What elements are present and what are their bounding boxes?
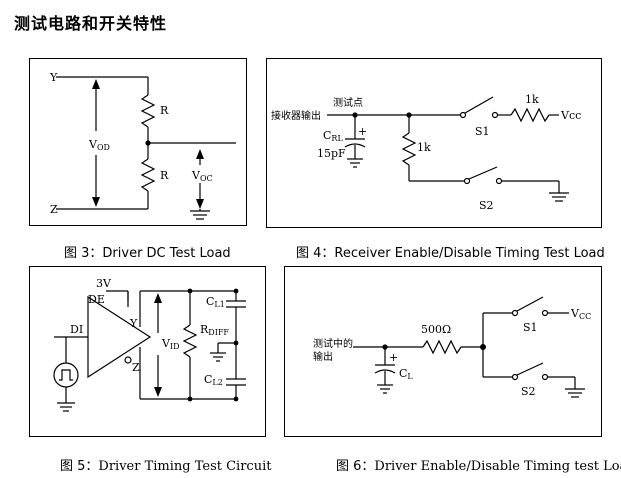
fig3-caption: 图 3：Driver DC Test Load	[64, 246, 231, 261]
fig4-label-15pf: 15pF	[317, 147, 346, 160]
fig3-label-voc: VOC	[191, 169, 213, 183]
fig6-label-vcc: VCC	[570, 307, 591, 321]
fig6-label-driver-out-2: 输出	[313, 350, 333, 363]
fig3-label-r-top: R	[160, 104, 169, 117]
fig4-label-crl: CRL	[323, 129, 343, 143]
fig4-label-1k-top: 1k	[525, 93, 539, 106]
fig3-label-vod: VOD	[88, 138, 110, 152]
fig5-label-3v: 3V	[96, 277, 112, 290]
fig5-panel: 3V DE DI Y Z VID RDIFF CL1 CL2	[29, 266, 266, 437]
fig3-schematic: Y Z R R VOD VOC	[49, 71, 236, 220]
fig5-label-cl1: CL1	[206, 295, 225, 309]
fig6-label-s2: S2	[521, 385, 536, 398]
fig5-label-rdiff: RDIFF	[200, 323, 229, 337]
fig3-resistor-top	[140, 94, 156, 128]
fig6-label-s1: S1	[523, 321, 538, 334]
fig6-panel: 测试中的 输出 500Ω + CL VCC S1 S2	[284, 266, 602, 437]
fig5-label-de: DE	[88, 293, 105, 306]
fig6-resistor-500	[422, 339, 462, 355]
page-title: 测试电路和开关特性	[14, 14, 168, 33]
fig5-schematic: 3V DE DI Y Z VID RDIFF CL1 CL2	[53, 277, 246, 412]
fig4-caption: 图 4：Receiver Enable/Disable Timing Test …	[296, 246, 605, 261]
fig5-resistor-rdiff	[182, 324, 198, 358]
fig5-driver-triangle	[87, 295, 152, 379]
fig4-panel: 测试点 接收器输出 CRL + 15pF 1k 1k Vcc S1 S2	[266, 58, 602, 228]
fig3-resistor-bottom	[140, 158, 156, 192]
fig5-label-cl2: CL2	[204, 373, 223, 387]
fig4-schematic: 测试点 接收器输出 CRL + 15pF 1k 1k Vcc S1 S2	[271, 93, 581, 212]
fig5-label-vid: VID	[161, 337, 180, 351]
fig4-label-vcc: Vcc	[560, 109, 581, 122]
fig5-label-z: Z	[132, 361, 140, 374]
fig6-caption: 图 6：Driver Enable/Disable Timing test Lo…	[336, 459, 621, 474]
fig6-label-driver-out-1: 测试中的	[313, 337, 353, 350]
fig6-label-plus: +	[389, 351, 398, 364]
fig6-schematic: 测试中的 输出 500Ω + CL VCC S1 S2	[313, 296, 591, 398]
fig4-label-s2: S2	[479, 199, 494, 212]
fig4-resistor-top	[510, 107, 550, 123]
fig6-label-cl: CL	[399, 367, 413, 381]
fig5-label-di: DI	[70, 323, 83, 336]
fig4-label-1k: 1k	[417, 141, 431, 154]
fig5-label-y: Y	[129, 317, 138, 330]
fig4-label-receiver-out: 接收器输出	[271, 109, 321, 122]
fig3-label-y: Y	[49, 71, 58, 84]
fig5-caption: 图 5：Driver Timing Test Circuit	[60, 459, 272, 474]
fig4-label-plus: +	[358, 125, 367, 138]
fig4-label-s1: S1	[475, 125, 490, 138]
fig6-label-500: 500Ω	[421, 323, 451, 336]
fig4-resistor-1k	[401, 132, 417, 166]
fig3-label-z: Z	[50, 203, 58, 216]
fig4-label-test-point: 测试点	[333, 96, 363, 109]
fig3-panel: Y Z R R VOD VOC	[29, 58, 247, 226]
fig5-pulse-source	[53, 362, 79, 388]
fig3-label-r-bottom: R	[160, 169, 169, 182]
